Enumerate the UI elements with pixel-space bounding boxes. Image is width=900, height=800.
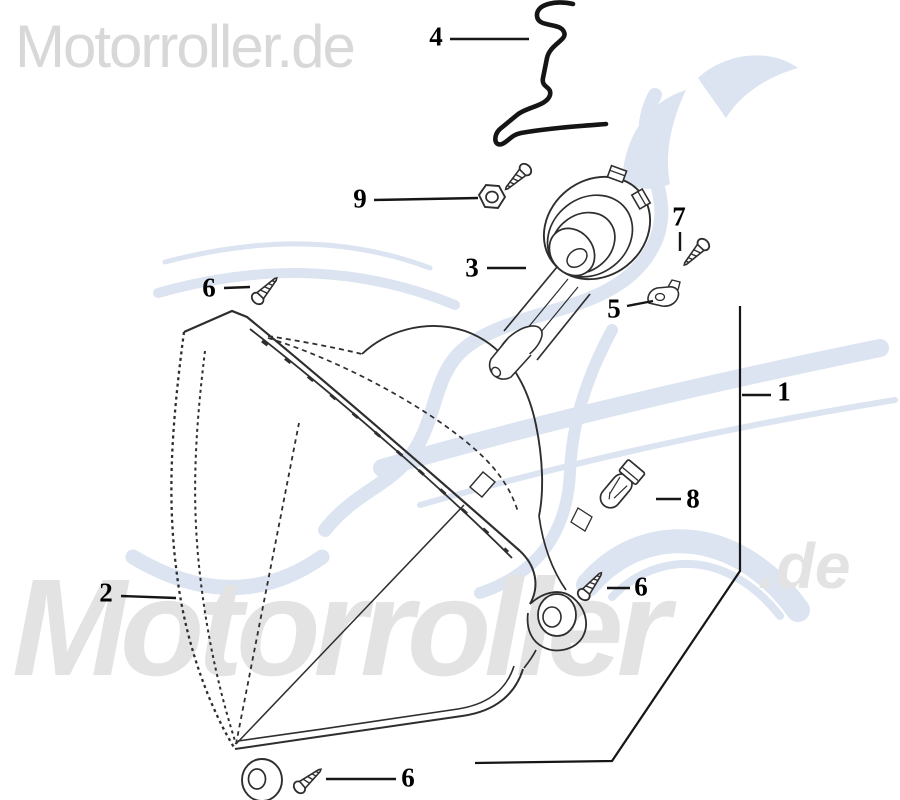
watermark-rear-wheel-inner-arc xyxy=(608,559,784,620)
part-wire xyxy=(493,0,609,147)
watermark-mirror-leaf-1 xyxy=(622,90,686,189)
lens-corner xyxy=(519,550,537,605)
leader-line-5 xyxy=(626,299,654,308)
watermark-speed-line-1 xyxy=(162,241,433,271)
dome-to-ear xyxy=(538,515,567,591)
part-clip xyxy=(647,279,681,307)
watermark-body-swoosh xyxy=(373,339,889,477)
watermark-seat-swoosh xyxy=(474,324,618,599)
site-watermark-giant-de: .de xyxy=(758,530,851,602)
part-screw-bottom xyxy=(290,763,326,797)
part-small-bulb xyxy=(599,459,646,509)
watermark-steering-swoosh xyxy=(318,88,669,537)
bulb-glass-nub xyxy=(490,366,502,378)
grommet-outer xyxy=(241,758,283,800)
lens-left-edge-outer xyxy=(170,331,236,750)
ear-to-flange xyxy=(523,649,537,669)
watermark-mirror-leaf-2 xyxy=(698,55,798,118)
watermark-rear-wheel-arc xyxy=(576,529,810,622)
leader-bracket-1 xyxy=(474,306,742,765)
part-screw-right xyxy=(574,567,608,604)
bulb-cylinder-side-1 xyxy=(503,266,558,332)
leader-line-6a xyxy=(223,285,251,290)
leader-lines xyxy=(120,37,771,781)
bulb-prong-1 xyxy=(606,164,628,184)
part-lens xyxy=(170,309,537,750)
dome-opening-hidden xyxy=(267,337,519,513)
grommet-inner xyxy=(247,768,267,790)
dome-edge-notch xyxy=(570,507,593,532)
part-screw-washer xyxy=(500,160,535,195)
bottom-flange-inner xyxy=(237,665,515,742)
part-housing xyxy=(234,325,593,800)
lens-top-edge xyxy=(183,309,521,552)
watermark-front-fender-arc xyxy=(125,549,330,595)
bulb-cylinder-side-2 xyxy=(536,293,591,361)
mount-lug-inner xyxy=(542,606,562,628)
watermark-speed-line-2 xyxy=(153,268,460,310)
lens-left-edge-inner xyxy=(194,350,237,745)
leader-line-9 xyxy=(373,196,479,202)
part-h4-bulb xyxy=(488,164,652,380)
dome-outline-hidden-left xyxy=(267,335,363,355)
lens-facet-line xyxy=(235,504,465,745)
bulb-prong-2 xyxy=(630,187,652,211)
part-washer xyxy=(477,184,507,209)
site-watermark-header: Motorroller.de xyxy=(15,13,356,80)
mount-ear xyxy=(526,591,587,652)
part-screw-adjuster xyxy=(678,235,713,271)
bottom-flange-outer xyxy=(234,668,524,750)
part-screw-top-left xyxy=(248,272,283,308)
rim-notch xyxy=(469,471,496,498)
bulb-neck-hole xyxy=(566,247,588,269)
leader-line-2 xyxy=(120,594,177,600)
lens-facet-line-hidden xyxy=(235,422,300,745)
lens-rim-hatch xyxy=(261,339,510,554)
